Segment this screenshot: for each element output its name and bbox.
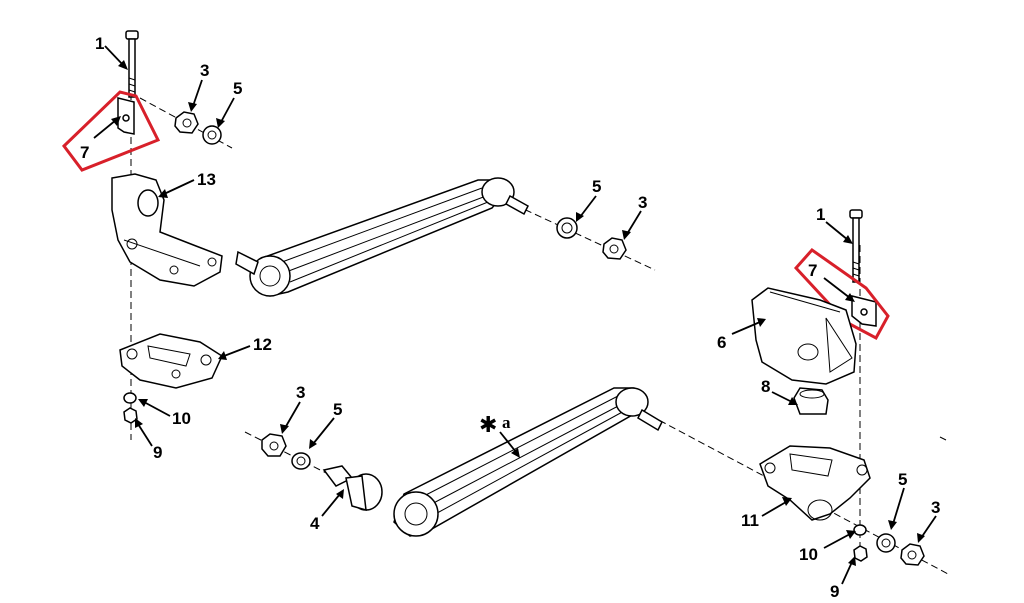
callout-6: 6 (717, 333, 726, 352)
callout-10-right: 10 (799, 545, 818, 564)
washer-5-middle (556, 217, 578, 239)
nut-3-bottom (261, 433, 287, 457)
bracket-6 (751, 287, 857, 385)
nut-9-right (853, 545, 868, 562)
bushing-8 (793, 387, 829, 415)
washer-10-right (853, 524, 867, 536)
stud-4 (322, 465, 383, 512)
callout-a: a (502, 413, 511, 432)
callout-3-middle: 3 (638, 193, 647, 212)
washer-10-left (123, 392, 137, 404)
bracket-13 (111, 173, 223, 287)
washer-5-left-top (202, 125, 222, 145)
cap-12 (119, 333, 223, 389)
washer-5-right (876, 533, 896, 553)
nut-3-left-top (174, 111, 199, 134)
callout-4: 4 (310, 514, 320, 533)
callout-10-left: 10 (172, 409, 191, 428)
callout-labels: 1 3 5 7 13 5 3 12 10 9 3 5 4 ✱ a 1 7 6 8… (80, 34, 940, 601)
callout-1-left: 1 (95, 34, 104, 53)
cap-11 (759, 445, 871, 521)
callout-3-left: 3 (200, 61, 209, 80)
callout-7-left: 7 (80, 143, 89, 162)
bolt-left (125, 30, 139, 98)
callout-3-right: 3 (931, 498, 940, 517)
callout-3-bottom: 3 (296, 383, 305, 402)
callout-12: 12 (253, 335, 272, 354)
callout-1-right: 1 (816, 205, 825, 224)
callout-8: 8 (761, 377, 770, 396)
callout-5-middle: 5 (592, 177, 601, 196)
washer-5-bottom (291, 452, 311, 470)
bracket-7-left (62, 90, 161, 172)
leader-arrows (93, 45, 937, 585)
star-marker: ✱ (479, 413, 497, 438)
callout-9-right: 9 (830, 582, 839, 601)
callout-5-right: 5 (898, 470, 907, 489)
torque-rod-upper (235, 177, 529, 297)
nut-3-middle (602, 237, 627, 260)
callout-7-right: 7 (808, 261, 817, 280)
nut-3-right (900, 543, 925, 566)
bracket-7-right (793, 248, 890, 341)
callout-9-left: 9 (153, 443, 162, 462)
torque-rod-lower (393, 387, 663, 537)
callout-5-left: 5 (233, 79, 242, 98)
callout-5-bottom: 5 (333, 400, 342, 419)
callout-11: 11 (741, 511, 759, 530)
nut-9-left (123, 407, 138, 424)
callout-13: 13 (197, 170, 216, 189)
